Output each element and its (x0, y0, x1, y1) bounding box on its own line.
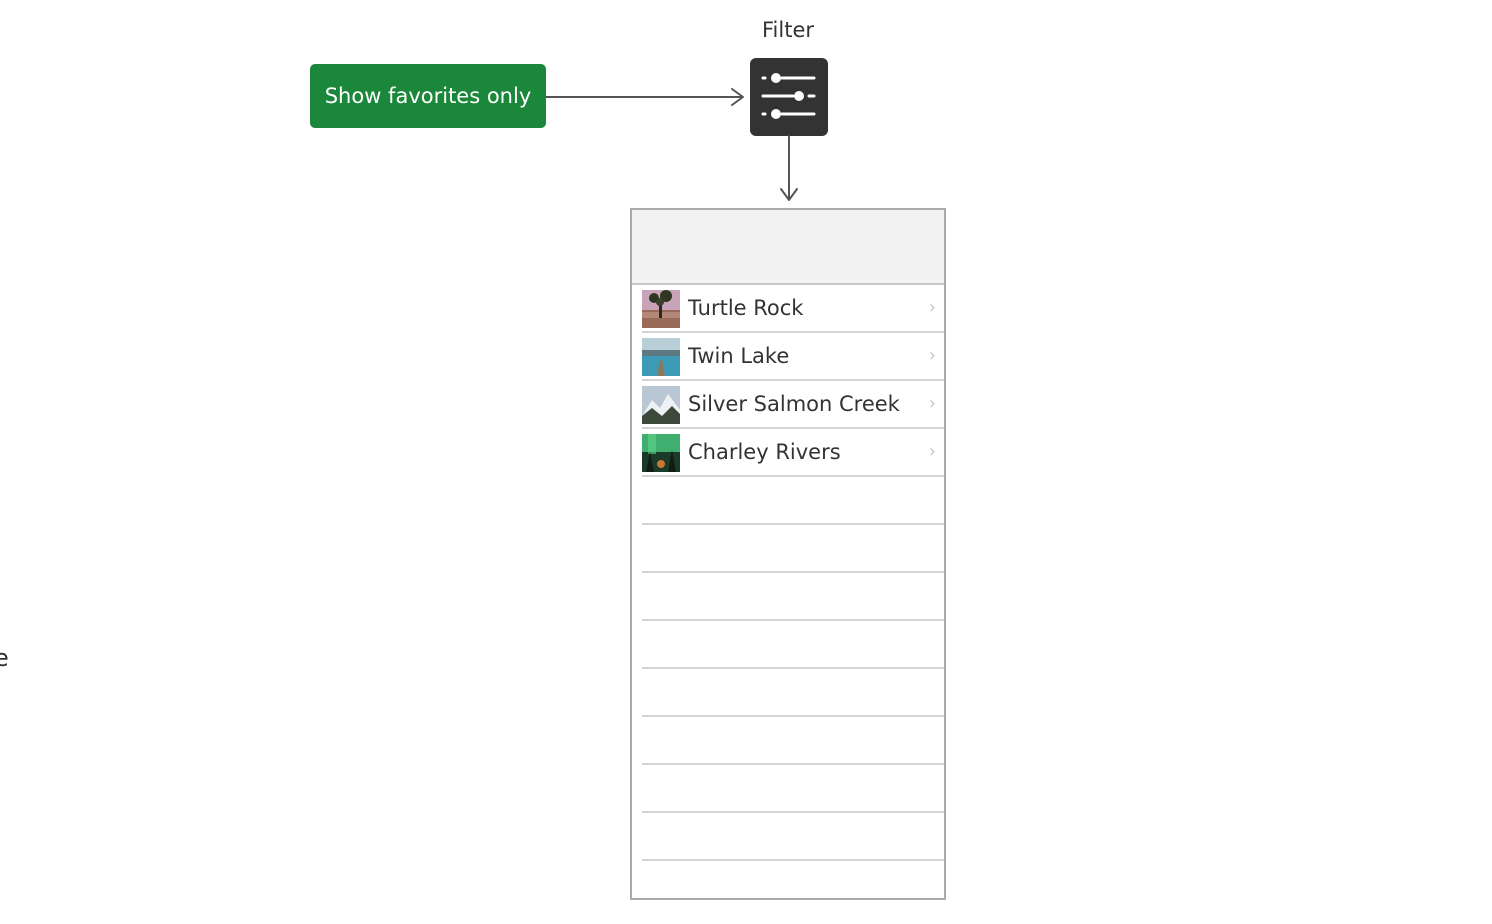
empty-list-row (642, 669, 944, 717)
filter-button[interactable] (750, 58, 828, 136)
arrow-to-list-head (780, 188, 798, 201)
list-row-label: Turtle Rock (688, 296, 804, 320)
navigation-bar (632, 210, 944, 285)
list-row-twin-lake[interactable]: Twin Lake › (642, 333, 944, 381)
empty-list-row (642, 525, 944, 573)
empty-list-row (642, 813, 944, 861)
list-row-silver-salmon-creek[interactable]: Silver Salmon Creek › (642, 381, 944, 429)
list-row-label: Twin Lake (688, 344, 790, 368)
empty-list-row (642, 861, 944, 898)
empty-list-row (642, 621, 944, 669)
filter-label: Filter (761, 18, 814, 42)
chevron-right-icon: › (928, 441, 936, 462)
empty-list-row (642, 717, 944, 765)
arrow-to-filter-head (731, 88, 744, 106)
snowy-mountain-thumbnail (642, 386, 680, 424)
empty-list-row (642, 477, 944, 525)
clipped-text-fragment: . (0, 598, 2, 622)
list-row-label: Charley Rivers (688, 440, 841, 464)
list-row-label: Silver Salmon Creek (688, 392, 900, 416)
list-row-charley-rivers[interactable]: Charley Rivers › (642, 429, 944, 477)
show-favorites-label: Show favorites only (324, 84, 532, 108)
empty-list-row (642, 765, 944, 813)
chevron-right-icon: › (928, 297, 936, 318)
empty-list-row (642, 573, 944, 621)
chevron-right-icon: › (928, 345, 936, 366)
clipped-text-fragment: e (0, 644, 9, 672)
desert-tree-thumbnail (642, 290, 680, 328)
lake-dock-thumbnail (642, 338, 680, 376)
chevron-right-icon: › (928, 393, 936, 414)
landmark-list-screen: Turtle Rock › Twin Lake › Silver Salmon … (630, 208, 946, 900)
sliders-icon (761, 73, 816, 119)
show-favorites-button[interactable]: Show favorites only (310, 64, 546, 128)
list-row-turtle-rock[interactable]: Turtle Rock › (642, 285, 944, 333)
aurora-forest-thumbnail (642, 434, 680, 472)
